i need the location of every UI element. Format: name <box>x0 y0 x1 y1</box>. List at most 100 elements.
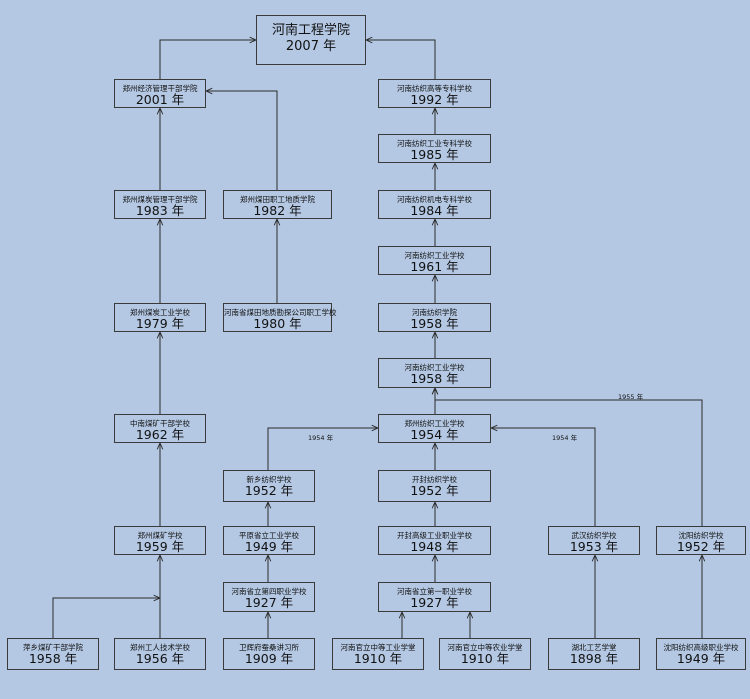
node-name: 萍乡煤矿干部学院 <box>23 643 83 652</box>
node-year: 1956 年 <box>135 651 185 666</box>
node-name: 河南纺织工业专科学校 <box>397 139 472 148</box>
node-henan-diyi: 河南省立第一职业学校 1927 年 <box>378 582 491 612</box>
node-zz-meitan-ganbu: 郑州煤炭管理干部学院 1983 年 <box>114 190 206 219</box>
node-year: 1979 年 <box>135 316 185 331</box>
node-name: 平原省立工业学校 <box>239 531 299 540</box>
node-year: 1984 年 <box>410 203 459 218</box>
node-zhongdeng-gongye: 河南官立中等工业学堂 1910 年 <box>332 638 424 670</box>
node-year: 1949 年 <box>244 539 294 554</box>
node-year: 1985 年 <box>410 147 459 162</box>
edge-xinxiang-to-zz-fangzhi <box>267 428 378 470</box>
node-pingyuan: 平原省立工业学校 1949 年 <box>223 526 315 555</box>
node-henan-disi: 河南省立第四职业学校 1927 年 <box>223 582 315 612</box>
node-name: 河南省煤田地质勘探公司职工学校 <box>224 308 337 317</box>
node-fz-gongye-zhuanke: 河南纺织工业专科学校 1985 年 <box>378 134 491 163</box>
node-pingxiang: 萍乡煤矿干部学院 1958 年 <box>7 638 99 670</box>
node-name: 河南纺织工业学校 <box>404 251 465 260</box>
node-weihui: 卫辉府蚕桑讲习所 1909 年 <box>223 638 315 670</box>
node-name: 湖北工艺学堂 <box>571 643 617 652</box>
node-fz-xueyuan: 河南纺织学院 1958 年 <box>378 303 491 332</box>
node-name: 卫辉府蚕桑讲习所 <box>239 643 299 652</box>
edge-shenyang-to-1958 <box>435 388 703 526</box>
node-name: 郑州经济管理干部学院 <box>122 84 198 93</box>
node-year: 1948 年 <box>410 539 459 554</box>
node-kaifeng-gaoji: 开封高级工业职业学校 1948 年 <box>378 526 491 555</box>
node-zz-fangzhi: 郑州纺织工业学校 1954 年 <box>378 414 491 443</box>
node-name: 河南官立中等农业学堂 <box>447 643 523 652</box>
node-year: 1952 年 <box>676 539 726 554</box>
node-name: 郑州工人技术学校 <box>130 643 190 652</box>
node-year: 1958 年 <box>410 316 459 331</box>
node-year: 1949 年 <box>676 651 726 666</box>
node-year: 1952 年 <box>410 483 459 498</box>
node-name: 沈阳纺织学校 <box>678 531 724 540</box>
node-year: 1958 年 <box>410 371 459 386</box>
node-year: 1959 年 <box>135 539 185 554</box>
node-name: 河南省立第四职业学校 <box>231 587 307 596</box>
node-year: 1962 年 <box>135 427 185 442</box>
edge-meitian-zhigong-to-jingji <box>206 91 278 190</box>
node-shenyang-fz: 沈阳纺织学校 1952 年 <box>656 526 746 555</box>
node-zz-meitian-zhigong: 郑州煤田职工地质学院 1982 年 <box>223 190 332 219</box>
node-shenyang-gaoji: 沈阳纺织高级职业学校 1949 年 <box>656 638 746 670</box>
node-zz-gongren: 郑州工人技术学校 1956 年 <box>114 638 206 670</box>
node-name: 河南官立中等工业学堂 <box>340 643 416 652</box>
node-name: 武汉纺织学校 <box>571 531 617 540</box>
edge-label-wuhan-merge: 1954 年 <box>552 434 578 442</box>
node-year: 1927 年 <box>410 595 459 610</box>
node-year: 1927 年 <box>244 595 294 610</box>
node-fz-gaodeng: 河南纺织高等专科学校 1992 年 <box>378 79 491 108</box>
node-year: 1958 年 <box>28 651 78 666</box>
edge-jingji-to-root <box>159 40 256 79</box>
node-year: 1983 年 <box>135 203 185 218</box>
node-wuhan: 武汉纺织学校 1953 年 <box>548 526 640 555</box>
edge-label-shenyang-merge: 1955 年 <box>618 393 644 401</box>
node-fz-gongye-1958: 河南纺织工业学校 1958 年 <box>378 358 491 388</box>
edge-gaodeng-to-root <box>366 40 436 79</box>
node-name: 河南纺织工业学校 <box>404 363 465 372</box>
edge-wuhan-to-zz-fangzhi <box>491 428 596 526</box>
node-year: 1954 年 <box>410 427 459 442</box>
node-year: 2007 年 <box>285 39 337 54</box>
node-name: 郑州纺织工业学校 <box>404 419 465 428</box>
node-year: 1953 年 <box>569 539 619 554</box>
node-year: 2001 年 <box>135 92 185 107</box>
node-zz-meikuang: 郑州煤矿学校 1959 年 <box>114 526 206 555</box>
node-year: 1961 年 <box>410 259 459 274</box>
node-name: 河南纺织学院 <box>412 308 457 317</box>
node-name: 郑州煤炭工业学校 <box>130 308 190 317</box>
node-fz-jidian: 河南纺织机电专科学校 1984 年 <box>378 190 491 219</box>
node-name: 河南纺织机电专科学校 <box>397 195 472 204</box>
node-name: 河南纺织高等专科学校 <box>397 84 472 93</box>
node-year: 1952 年 <box>244 483 294 498</box>
node-name: 开封高级工业职业学校 <box>397 531 472 540</box>
node-year: 1909 年 <box>244 651 294 666</box>
node-henan-meitian-dizhi: 河南省煤田地质勘探公司职工学校 1980 年 <box>223 303 337 332</box>
node-name: 河南省立第一职业学校 <box>397 587 472 596</box>
node-fz-gongye-1961: 河南纺织工业学校 1961 年 <box>378 246 491 275</box>
node-kaifeng-fz: 开封纺织学校 1952 年 <box>378 470 491 502</box>
node-name: 中南煤矿干部学校 <box>130 419 190 428</box>
node-year: 1898 年 <box>569 651 619 666</box>
edge-pingxiang-to-meikuang <box>52 598 160 638</box>
node-name: 郑州煤炭管理干部学院 <box>122 195 198 204</box>
node-year: 1910 年 <box>353 651 403 666</box>
edge-label-xinxiang-merge: 1954 年 <box>308 434 334 442</box>
node-name: 河南工程学院 <box>271 23 350 38</box>
node-henan-gongcheng: 河南工程学院 2007 年 <box>256 15 366 65</box>
node-name: 郑州煤矿学校 <box>137 531 183 540</box>
node-year: 1910 年 <box>460 651 510 666</box>
node-zhongnan-meikuang: 中南煤矿干部学校 1962 年 <box>114 414 206 443</box>
node-year: 1992 年 <box>410 92 459 107</box>
node-name: 新乡纺织学校 <box>246 475 292 484</box>
node-year: 1980 年 <box>253 316 302 331</box>
node-name: 沈阳纺织高级职业学校 <box>663 643 739 652</box>
node-zz-meitan-gongye: 郑州煤炭工业学校 1979 年 <box>114 303 206 332</box>
node-name: 郑州煤田职工地质学院 <box>240 195 315 204</box>
node-name: 开封纺织学校 <box>412 475 457 484</box>
node-year: 1982 年 <box>253 203 302 218</box>
node-xinxiang: 新乡纺织学校 1952 年 <box>223 470 315 502</box>
node-zhongdeng-nongye: 河南官立中等农业学堂 1910 年 <box>439 638 531 670</box>
